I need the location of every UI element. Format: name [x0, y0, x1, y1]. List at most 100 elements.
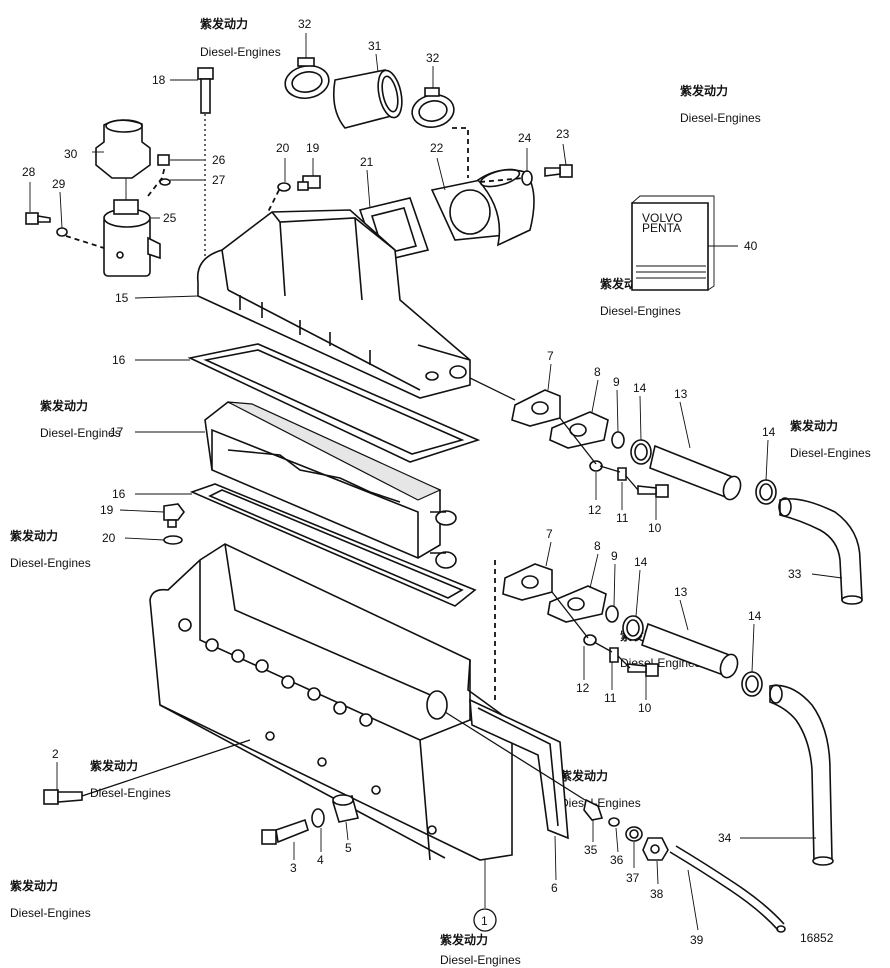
callout-9-upper: 9	[613, 375, 620, 389]
callout-32-left: 32	[298, 17, 312, 31]
callout-32-right: 32	[426, 51, 440, 65]
hose-31	[332, 69, 403, 129]
svg-text:Diesel-Engines: Diesel-Engines	[10, 906, 91, 920]
callout-34: 34	[718, 831, 732, 845]
cooler-core-17	[204, 401, 457, 569]
callout-19-upper: 19	[306, 141, 320, 155]
svg-text:紫发动力: 紫发动力	[40, 398, 88, 413]
instruction-book-40: VOLVO PENTA	[631, 195, 715, 291]
watermark: 紫发动力 Diesel-Engines	[40, 398, 121, 440]
callout-40: 40	[744, 239, 758, 253]
book-label-line1: VOLVO	[642, 211, 682, 225]
callout-27: 27	[212, 173, 226, 187]
callout-39: 39	[690, 933, 704, 947]
bolt-3	[261, 818, 309, 845]
callout-35: 35	[584, 843, 598, 857]
watermark: 紫发动力 Diesel-Engines	[10, 878, 91, 920]
pipe-33	[778, 497, 863, 605]
svg-text:Diesel-Engines: Diesel-Engines	[790, 446, 871, 460]
bolt-2	[43, 789, 83, 805]
flange-7-upper	[511, 389, 561, 427]
callout-20-lower: 20	[102, 531, 116, 545]
callout-29: 29	[52, 177, 66, 191]
alignment-line	[559, 417, 639, 491]
callout-8-upper: 8	[594, 365, 601, 379]
bolt-19-upper	[297, 175, 321, 191]
callout-10-upper: 10	[648, 521, 662, 535]
callout-13-upper: 13	[674, 387, 688, 401]
washer-20-upper	[277, 182, 291, 192]
callout-19-lower: 19	[100, 503, 114, 517]
assembly-line	[65, 235, 105, 249]
callout-14-a: 14	[633, 381, 647, 395]
union-38	[642, 837, 669, 861]
hose-clamp-32-left	[284, 57, 330, 100]
clamp-14-c	[622, 615, 644, 641]
flange-7-lower	[502, 563, 553, 601]
svg-text:Diesel-Engines: Diesel-Engines	[40, 426, 121, 440]
drawing-number: 16852	[800, 931, 834, 945]
callout-1: 1	[473, 908, 497, 932]
watermark: 紫发动力 Diesel-Engines	[790, 418, 871, 460]
washer-27	[159, 178, 171, 186]
hose-13-lower	[641, 622, 739, 679]
alignment-line	[444, 711, 586, 801]
watermark: 紫发动力 Diesel-Engines	[680, 83, 761, 125]
callout-17: 17	[110, 425, 124, 439]
callout-38: 38	[650, 887, 664, 901]
callout-28: 28	[22, 165, 36, 179]
callout-11-upper: 11	[616, 511, 629, 525]
svg-text:紫发动力: 紫发动力	[90, 758, 138, 773]
alignment-line	[551, 591, 631, 669]
callout-labels: 18 30 26 27 25 28 29 15 16 17 16 19 20 2…	[22, 17, 834, 947]
bolt-28	[25, 212, 51, 225]
svg-text:Diesel-Engines: Diesel-Engines	[680, 111, 761, 125]
gasket-16-upper	[187, 343, 481, 463]
solenoid-25	[103, 199, 161, 277]
callout-14-b: 14	[762, 425, 776, 439]
svg-text:Diesel-Engines: Diesel-Engines	[10, 556, 91, 570]
assembly-line	[479, 177, 525, 183]
svg-text:Diesel-Engines: Diesel-Engines	[200, 45, 281, 59]
callout-15: 15	[115, 291, 129, 305]
callout-18: 18	[152, 73, 166, 87]
callout-11-lower: 11	[604, 691, 617, 705]
svg-text:紫发动力: 紫发动力	[440, 932, 488, 947]
callout-25: 25	[163, 211, 177, 225]
svg-text:紫发动力: 紫发动力	[200, 16, 248, 31]
callout-24: 24	[518, 131, 532, 145]
callout-20-upper: 20	[276, 141, 290, 155]
nut-26	[157, 154, 170, 166]
callout-26: 26	[212, 153, 226, 167]
svg-text:紫发动力: 紫发动力	[10, 878, 58, 893]
clamp-14-d	[741, 671, 763, 697]
o-ring-9-lower	[605, 605, 619, 623]
callout-14-c: 14	[634, 555, 648, 569]
elbow-22	[430, 168, 535, 247]
washer-12-lower	[583, 634, 597, 646]
callout-2: 2	[52, 747, 59, 761]
svg-text:1: 1	[481, 914, 488, 928]
callout-14-d: 14	[748, 609, 762, 623]
callout-36: 36	[610, 853, 624, 867]
callout-7-lower: 7	[546, 527, 553, 541]
callout-7-upper: 7	[547, 349, 554, 363]
svg-text:紫发动力: 紫发动力	[680, 83, 728, 98]
clip-11-upper	[617, 467, 627, 481]
manifold-housing-1	[149, 543, 513, 861]
spacer-5	[332, 794, 359, 823]
hose-39	[669, 845, 786, 933]
gasket-6	[469, 698, 569, 840]
watermark: 紫发动力 Diesel-Engines	[90, 758, 171, 800]
hose-clamp-32-right	[411, 87, 455, 128]
watermark: 紫发动力 Diesel-Engines	[200, 16, 281, 59]
clip-11-lower	[609, 647, 619, 663]
callout-12-lower: 12	[576, 681, 590, 695]
svg-text:Diesel-Engines: Diesel-Engines	[600, 304, 681, 318]
callout-5: 5	[345, 841, 352, 855]
flange-8-lower	[547, 585, 607, 623]
alignment-line	[81, 739, 251, 797]
bolt-10-lower	[627, 663, 659, 677]
callout-4: 4	[317, 853, 324, 867]
